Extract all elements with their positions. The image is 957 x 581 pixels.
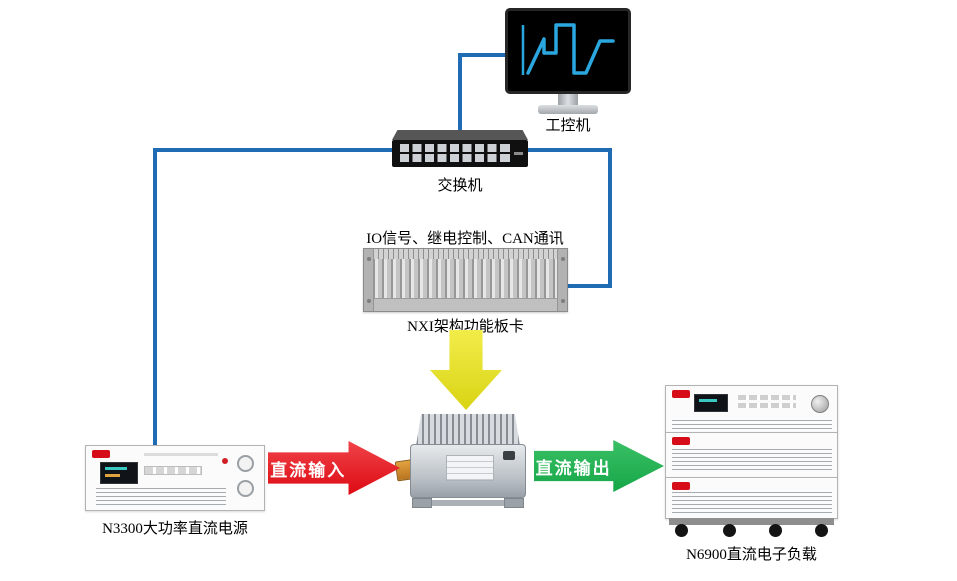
nxi-chassis-node: NXI架构功能板卡	[363, 248, 568, 335]
load-unit-middle	[665, 432, 838, 478]
display-readout-line	[699, 399, 717, 402]
brand-logo	[672, 482, 690, 490]
io-bus-label: IO信号、继电控制、CAN通讯	[366, 231, 564, 247]
connection-pc-switch-horizontal	[458, 53, 508, 57]
load-button-grid	[738, 395, 796, 408]
uplink-port	[500, 144, 510, 152]
rack-screw-hole	[561, 299, 565, 303]
dc-input-arrow-label: 直流输入	[270, 460, 347, 480]
brand-logo	[672, 437, 690, 445]
dut-mounting-foot	[412, 498, 432, 508]
dc-load-node: N6900直流电子负载	[665, 385, 838, 563]
source-vent-grille	[96, 488, 226, 505]
load-button-row	[738, 395, 796, 400]
waveform-icon	[521, 23, 615, 75]
dc-source-node: N3300大功率直流电源	[85, 445, 265, 537]
chassis-vent-strip	[373, 249, 558, 259]
connection-pc-switch-vertical	[458, 53, 462, 133]
chassis-base-strip	[373, 298, 558, 311]
dc-source-chassis	[85, 445, 265, 511]
connection-switch-source-vertical	[153, 148, 157, 449]
brand-logo	[672, 390, 690, 398]
dut-body	[410, 444, 526, 498]
control-flow-arrow-down	[430, 330, 502, 410]
output-socket	[237, 455, 254, 472]
nxi-chassis-label: NXI架构功能板卡	[407, 319, 524, 335]
ethernet-port-row	[400, 144, 500, 152]
switch-top-face	[392, 130, 528, 140]
monitor-stand-base	[538, 105, 598, 114]
uplink-port	[500, 154, 510, 162]
industrial-pc-label: 工控机	[545, 118, 591, 134]
caster-wheel	[769, 524, 782, 537]
uplink-port-group	[500, 144, 510, 162]
dc-output-arrow: 直流输出	[534, 440, 664, 492]
dut-terminal-cap	[503, 451, 515, 460]
load-cabinet-base	[669, 518, 834, 525]
monitor-screen	[505, 8, 631, 94]
source-display	[100, 462, 138, 484]
dut-nameplate	[446, 455, 494, 481]
load-unit-bottom	[665, 477, 838, 519]
dc-input-arrow: 直流输入	[268, 441, 400, 495]
connection-switch-source-horizontal	[153, 148, 394, 152]
source-button-row	[144, 466, 202, 475]
output-socket	[237, 480, 254, 497]
dut-mounting-base	[420, 500, 516, 506]
chassis-rail-right	[557, 249, 567, 311]
connection-switch-nxi-horizontal-top	[526, 148, 612, 152]
display-readout-line	[105, 474, 120, 477]
load-display	[694, 394, 728, 412]
brand-logo	[92, 450, 110, 458]
chassis-rail-left	[364, 249, 374, 311]
load-vent-grille	[672, 449, 832, 473]
rack-screw-hole	[367, 299, 371, 303]
ethernet-port-grid	[400, 144, 500, 162]
dut-heatsink-fins	[416, 414, 520, 446]
monitor-stand-neck	[558, 94, 578, 106]
display-readout-line	[105, 467, 127, 470]
ethernet-port-row	[400, 154, 500, 162]
connection-switch-nxi-vertical	[608, 148, 612, 288]
load-vent-grille	[672, 492, 832, 514]
load-vent-grille	[672, 420, 832, 429]
rotary-knob	[811, 395, 829, 413]
caster-wheel	[675, 524, 688, 537]
model-text-strip	[144, 453, 218, 456]
connection-switch-nxi-horizontal-bottom	[568, 284, 612, 288]
power-indicator	[222, 458, 228, 464]
ethernet-switch-node: 交换机	[392, 130, 528, 194]
dc-load-label: N6900直流电子负载	[686, 547, 817, 563]
dut-mounting-foot	[504, 498, 524, 508]
caster-wheel	[815, 524, 828, 537]
switch-brand-mark	[514, 152, 523, 155]
caster-wheel	[723, 524, 736, 537]
industrial-pc-node: 工控机	[505, 8, 631, 134]
chassis-card-slots	[373, 259, 558, 299]
dc-source-label: N3300大功率直流电源	[102, 521, 248, 537]
load-button-row	[738, 403, 796, 408]
switch-label: 交换机	[437, 178, 483, 194]
dc-output-arrow-label: 直流输出	[535, 458, 612, 478]
switch-front-face	[392, 140, 528, 167]
rack-screw-hole	[561, 257, 565, 261]
load-unit-top	[665, 385, 838, 433]
rack-screw-hole	[367, 257, 371, 261]
device-under-test-node	[394, 414, 526, 510]
